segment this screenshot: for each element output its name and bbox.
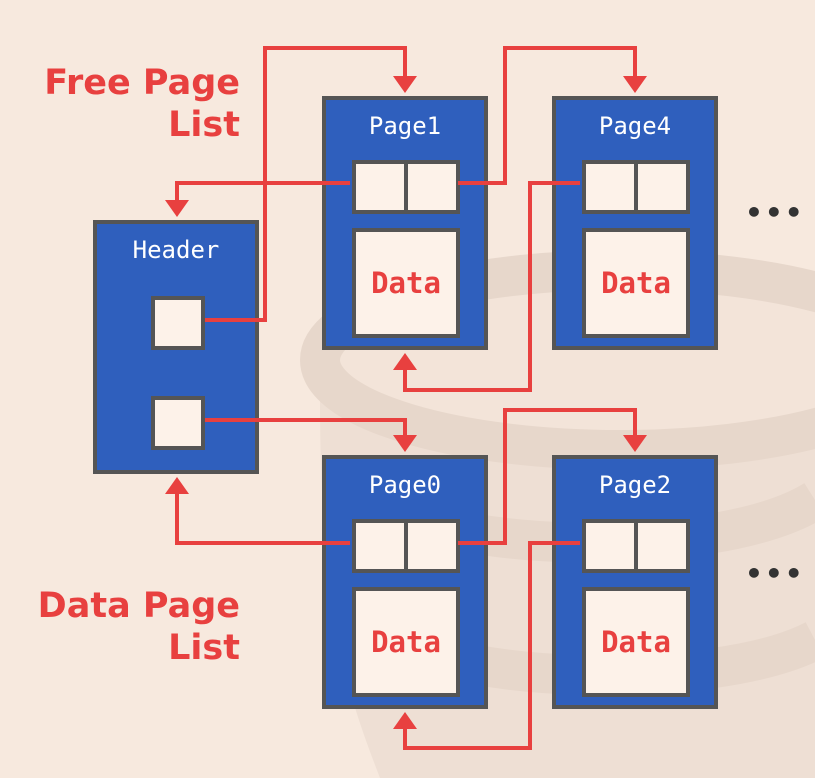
page1-data: Data [352,228,460,338]
header-title: Header [132,236,220,264]
arrow-header-to-page0 [205,418,407,447]
page0-data: Data [352,587,460,697]
page4-title: Page4 [598,112,672,140]
free-page-list-line2: List [168,105,240,145]
page1-next-pointer [404,160,460,214]
arrow-page0-to-header [175,482,350,545]
page0-block: Page0 Data [322,455,488,709]
data-page-list-line1: Data Page [37,586,240,626]
page0-title: Page0 [368,471,442,499]
page1-title: Page1 [368,112,442,140]
arrowhead-page4-top-icon [623,76,647,93]
arrowhead-header-bottom-icon [165,477,189,494]
arrowhead-page2-top-icon [623,435,647,452]
arrow-heads [165,76,647,729]
arrowhead-page1-top-icon [393,76,417,93]
more-pages-top-ellipsis: ••• [745,196,805,229]
arrow-header-to-page1 [205,46,407,322]
arrow-page2-to-page0 [403,541,580,750]
data-page-list-label: Data Page List [38,585,240,669]
page4-block: Page4 Data [552,96,718,350]
arrow-page1-to-page4 [458,46,637,185]
page4-data: Data [582,228,690,338]
arrowhead-page0-bottom-icon [393,712,417,729]
free-page-list-line1: Free Page [44,63,240,103]
page2-data: Data [582,587,690,697]
arrow-page4-to-page1 [403,181,580,392]
page2-next-pointer [634,519,690,573]
arrowhead-page0-top-icon [393,435,417,452]
header-data-list-pointer [151,396,205,450]
page0-next-pointer [404,519,460,573]
arrow-page0-to-page2 [458,408,637,545]
free-page-list-label: Free Page List [44,62,240,146]
page4-next-pointer [634,160,690,214]
page1-block: Page1 Data [322,96,488,350]
header-free-list-pointer [151,296,205,350]
data-page-list-line2: List [168,628,240,668]
arrowhead-page1-bottom-icon [393,353,417,370]
header-block: Header [93,220,259,474]
more-pages-bottom-ellipsis: ••• [745,557,805,590]
arrowhead-header-top-icon [165,200,189,217]
page2-title: Page2 [598,471,672,499]
page2-block: Page2 Data [552,455,718,709]
